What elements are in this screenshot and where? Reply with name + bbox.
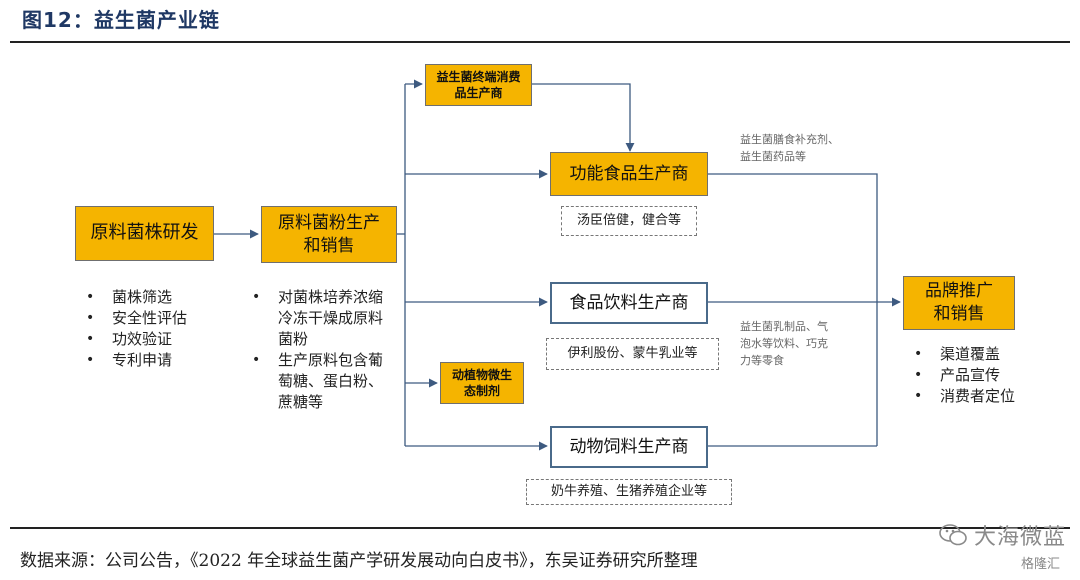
- node-ecology-agent: 动植物微生态制剂: [440, 362, 524, 404]
- bullets-raw-strain: 菌株筛选 安全性评估 功效验证 专利申请: [84, 287, 234, 371]
- node-raw-strain: 原料菌株研发: [75, 206, 214, 261]
- example-functional: 汤臣倍健，健合等: [561, 206, 697, 236]
- example-beverage: 伊利股份、蒙牛乳业等: [546, 338, 719, 370]
- list-item: 对菌株培养浓缩冷冻干燥成原料菌粉: [250, 287, 388, 350]
- list-item: 功效验证: [84, 329, 234, 350]
- list-item: 菌株筛选: [84, 287, 234, 308]
- list-item: 消费者定位: [912, 386, 1062, 407]
- node-terminal-producer: 益生菌终端消费品生产商: [425, 64, 532, 106]
- watermark: 大海微蓝: [938, 519, 1066, 551]
- watermark-brand: 格隆汇: [1020, 557, 1060, 572]
- watermark-text: 大海微蓝: [973, 525, 1066, 550]
- list-item: 安全性评估: [84, 308, 234, 329]
- note-functional: 益生菌膳食补充剂、 益生菌药品等: [740, 133, 839, 163]
- source-note: 数据来源：公司公告，《2022 年全球益生菌产学研发展动向白皮书》，东吴证券研究…: [20, 551, 698, 571]
- node-raw-powder: 原料菌粉生产和销售: [261, 206, 397, 263]
- example-feed: 奶牛养殖、生猪养殖企业等: [526, 479, 732, 505]
- node-animal-feed: 动物饲料生产商: [550, 426, 708, 468]
- note-beverage: 益生菌乳制品、气 泡水等饮料、巧克 力等零食: [740, 320, 828, 367]
- line-functional-right: [708, 173, 878, 446]
- list-item: 生产原料包含葡萄糖、蛋白粉、蔗糖等: [250, 350, 388, 413]
- bullets-brand: 渠道覆盖 产品宣传 消费者定位: [912, 344, 1062, 407]
- list-item: 渠道覆盖: [912, 344, 1062, 365]
- list-item: 产品宣传: [912, 365, 1062, 386]
- figure-title: 图12：益生菌产业链: [22, 8, 220, 32]
- list-item: 专利申请: [84, 350, 234, 371]
- bullets-raw-powder: 对菌株培养浓缩冷冻干燥成原料菌粉 生产原料包含葡萄糖、蛋白粉、蔗糖等: [250, 287, 388, 413]
- top-rule: [10, 41, 1070, 43]
- node-brand-sales: 品牌推广和销售: [903, 276, 1015, 330]
- node-functional-food: 功能食品生产商: [550, 152, 708, 196]
- bottom-rule: [10, 527, 1070, 529]
- arrow-terminal-to-functional: [532, 83, 635, 152]
- node-food-beverage: 食品饮料生产商: [550, 282, 708, 324]
- wechat-icon: [939, 524, 967, 546]
